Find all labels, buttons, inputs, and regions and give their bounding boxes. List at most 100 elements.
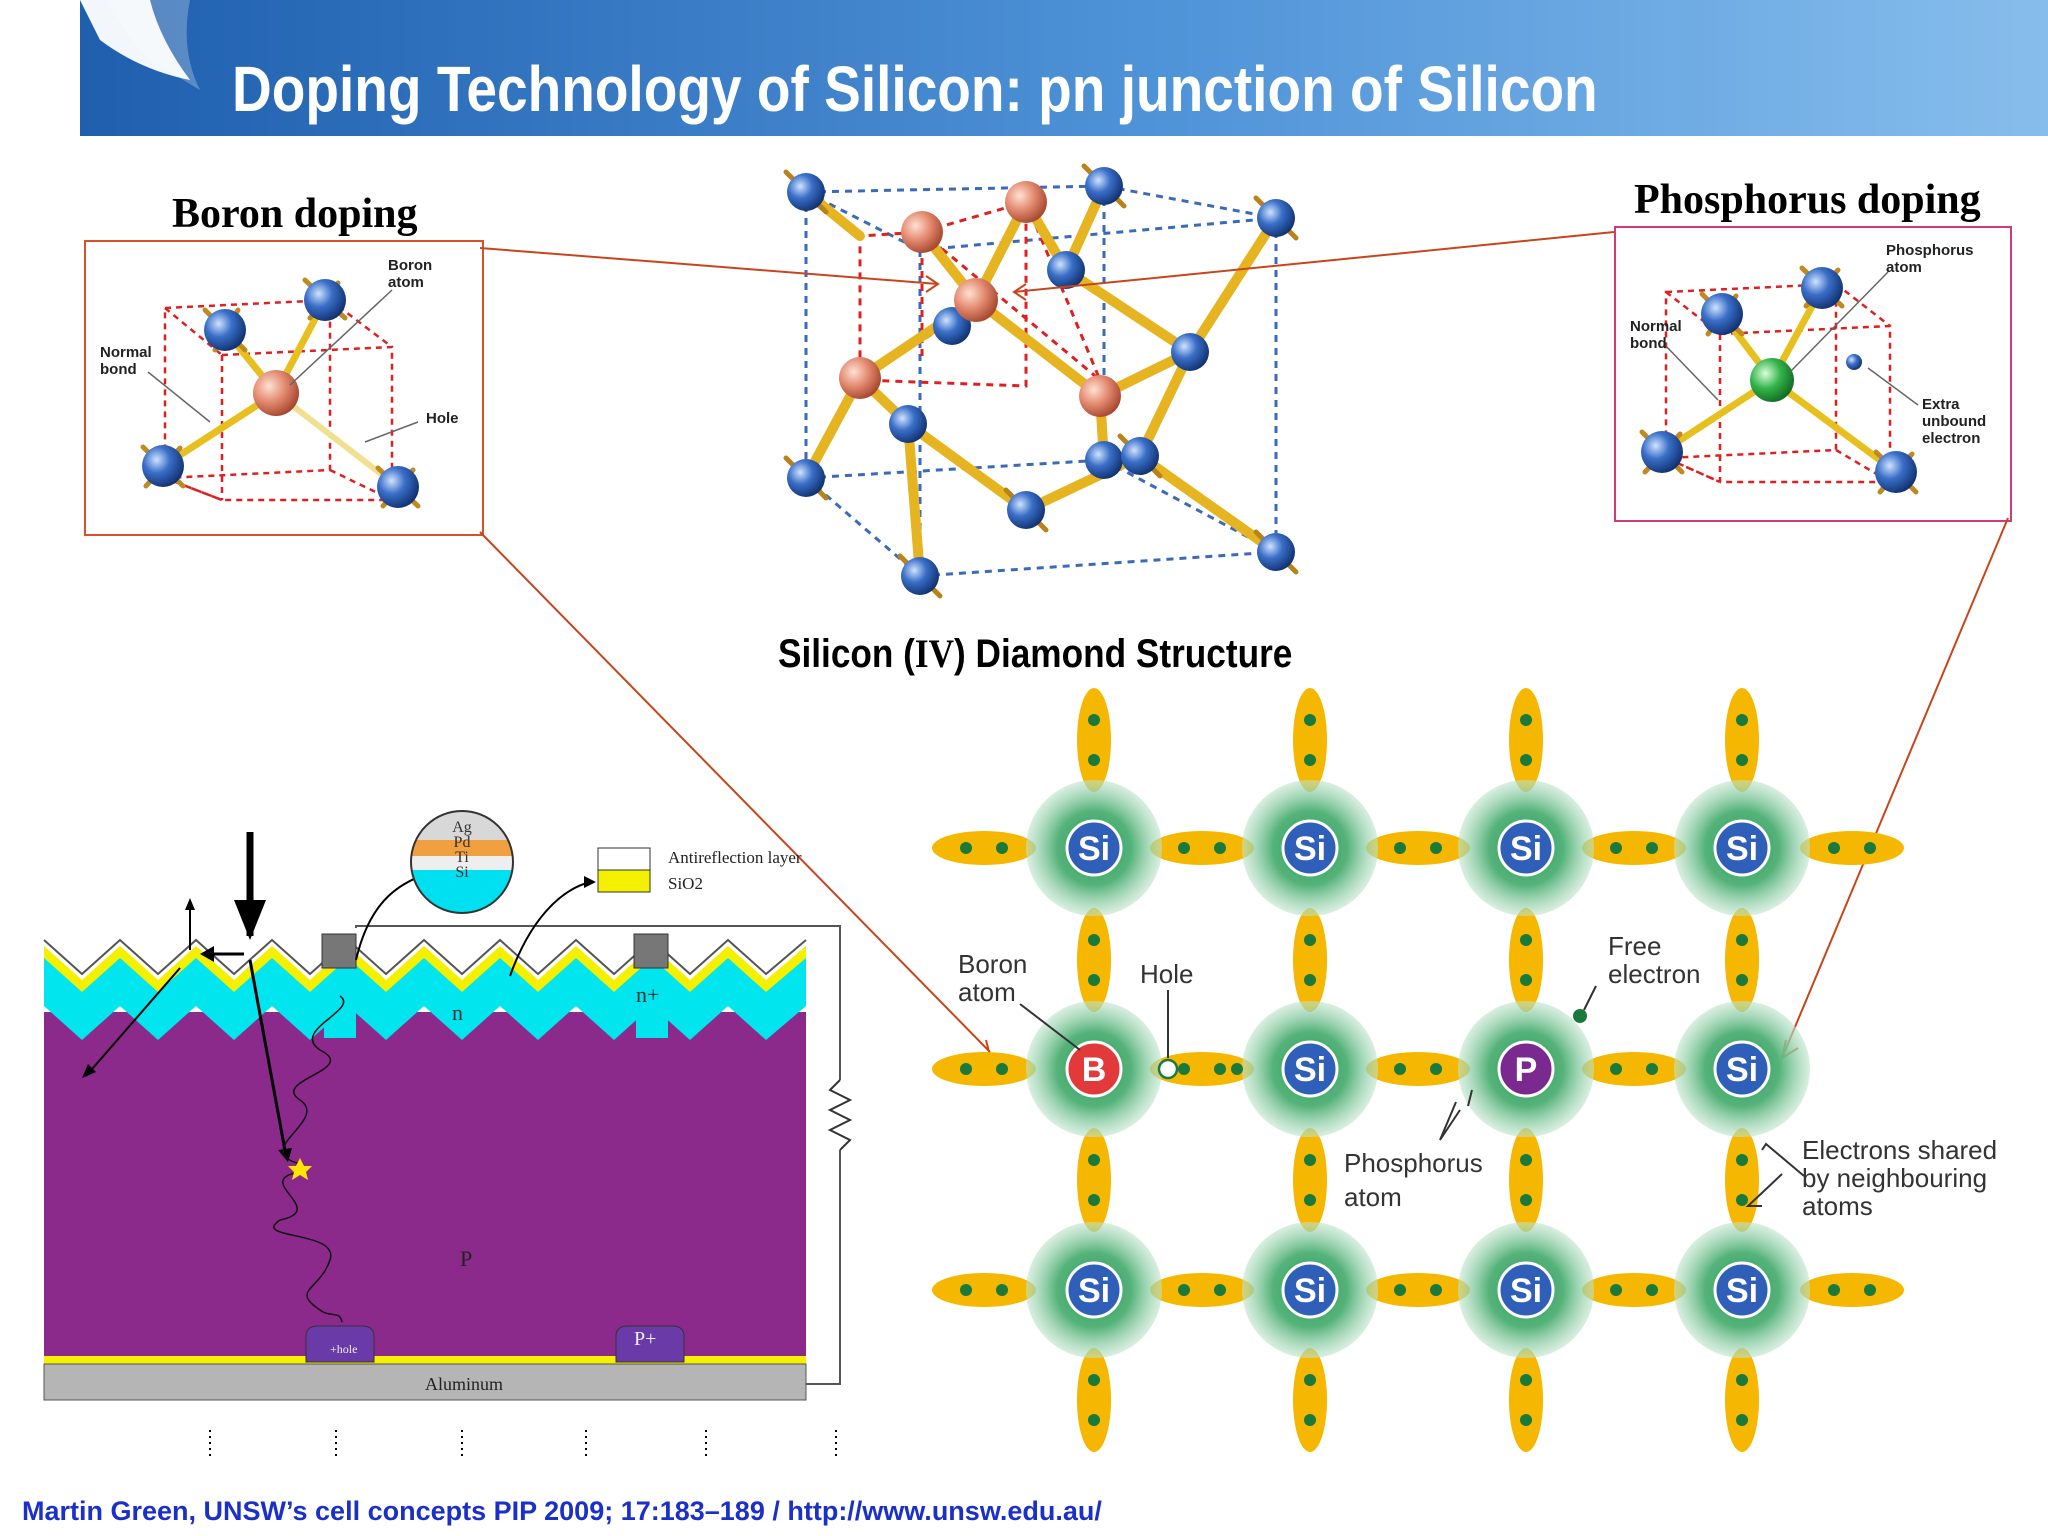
shared-electron [1736,1154,1748,1166]
shared-electron [1088,974,1100,986]
shared-electron [1610,1284,1622,1296]
p-plus-label: P+ [634,1328,657,1350]
shared-electron [1088,934,1100,946]
shared-electron [1736,754,1748,766]
bond-lobe [1509,1128,1543,1232]
boron-atom-label: B [1082,1051,1107,1089]
silicon-atom [1065,819,1123,877]
shared-electron [1088,1374,1100,1386]
silicon-atom [1713,1040,1771,1098]
boron-doping-heading: Boron doping [172,191,418,237]
shared-electron [960,842,972,854]
boron-atom [1065,1040,1123,1098]
silicon-atom-label: Si [1294,1051,1326,1089]
shared-electron [1430,842,1442,854]
shared-electron [1394,1284,1406,1296]
shared-electron [1088,1414,1100,1426]
silicon-atom [1281,819,1339,877]
shared-electron [1304,974,1316,986]
bond-lobe [1293,1348,1327,1452]
aluminum-layer [43,1363,807,1401]
bond-lobe [932,1052,1036,1086]
shared-electron [1736,1414,1748,1426]
shared-electron [1304,714,1316,726]
shared-electron [1304,934,1316,946]
shared-electron [1304,1154,1316,1166]
shared-electron [1520,1414,1532,1426]
shared-electron [1646,1284,1658,1296]
bond-lobe [932,831,1036,865]
bond-lobe [1366,831,1470,865]
shared-electron [1214,1063,1226,1075]
bond-lobe [1150,1273,1254,1307]
p-plus-pad-1 [305,1325,375,1363]
shared-electron [1214,842,1226,854]
p-region-label: P [460,1246,473,1271]
diamond-caption: Silicon (IV) Diamond Structure [778,631,1293,676]
free-electron-marker [1573,1009,1587,1023]
shared-electron [1394,842,1406,854]
shared-electron [1610,842,1622,854]
shared-electron [1520,1154,1532,1166]
front-contact-1 [321,933,357,969]
shared-electron [1304,1374,1316,1386]
aluminum-label: Aluminum [425,1374,504,1394]
shared-electron [1736,714,1748,726]
lattice-hole-label: Hole [1140,959,1194,989]
shared-electron [1646,842,1658,854]
shared-electron [1304,1194,1316,1206]
shared-electron [1610,1063,1622,1075]
bond-lobe [1582,1052,1686,1086]
shared-electron [1864,842,1876,854]
swoosh-logo-shape [80,0,190,80]
phosphorus-atom [1497,1040,1555,1098]
shared-electron [996,1063,1008,1075]
shared-electron [1088,714,1100,726]
shared-electron [1828,842,1840,854]
hole-label: +hole [330,1342,358,1356]
silicon-atom-label: Si [1078,830,1110,868]
silicon-atom-label: Si [1294,830,1326,868]
silicon-atom [1065,1261,1123,1319]
silicon-atom-label: Si [1726,1051,1758,1089]
shared-electron [1864,1284,1876,1296]
shared-electron [960,1063,972,1075]
bond-lobe [1582,1273,1686,1307]
silicon-atom [1497,819,1555,877]
shared-electron [1430,1063,1442,1075]
shared-electron [1088,754,1100,766]
bond-lobe [1725,1348,1759,1452]
p-plus-pad-2 [615,1325,685,1363]
extra-electron-dot [1846,354,1862,370]
sio2-label: SiO2 [668,874,703,893]
phosphorus-doping-heading: Phosphorus doping [1634,177,1981,223]
shared-electron [996,842,1008,854]
n-region-label: n [452,1000,463,1025]
shared-electron [1520,974,1532,986]
boron-panel-frame [84,240,484,536]
bond-lobe [1725,1128,1759,1232]
shared-electron [1736,1374,1748,1386]
slide-title: Doping Technology of Silicon: pn junctio… [232,53,1598,125]
bond-lobe [932,1273,1036,1307]
shared-electron [1304,1414,1316,1426]
silicon-atom [1281,1040,1339,1098]
shared-electron [1646,1063,1658,1075]
shared-electron [1736,1194,1748,1206]
shared-electron [960,1284,972,1296]
shared-electron [1828,1284,1840,1296]
bond-lobe [1509,1348,1543,1452]
n-layer [44,952,806,1040]
shared-electron [1394,1063,1406,1075]
